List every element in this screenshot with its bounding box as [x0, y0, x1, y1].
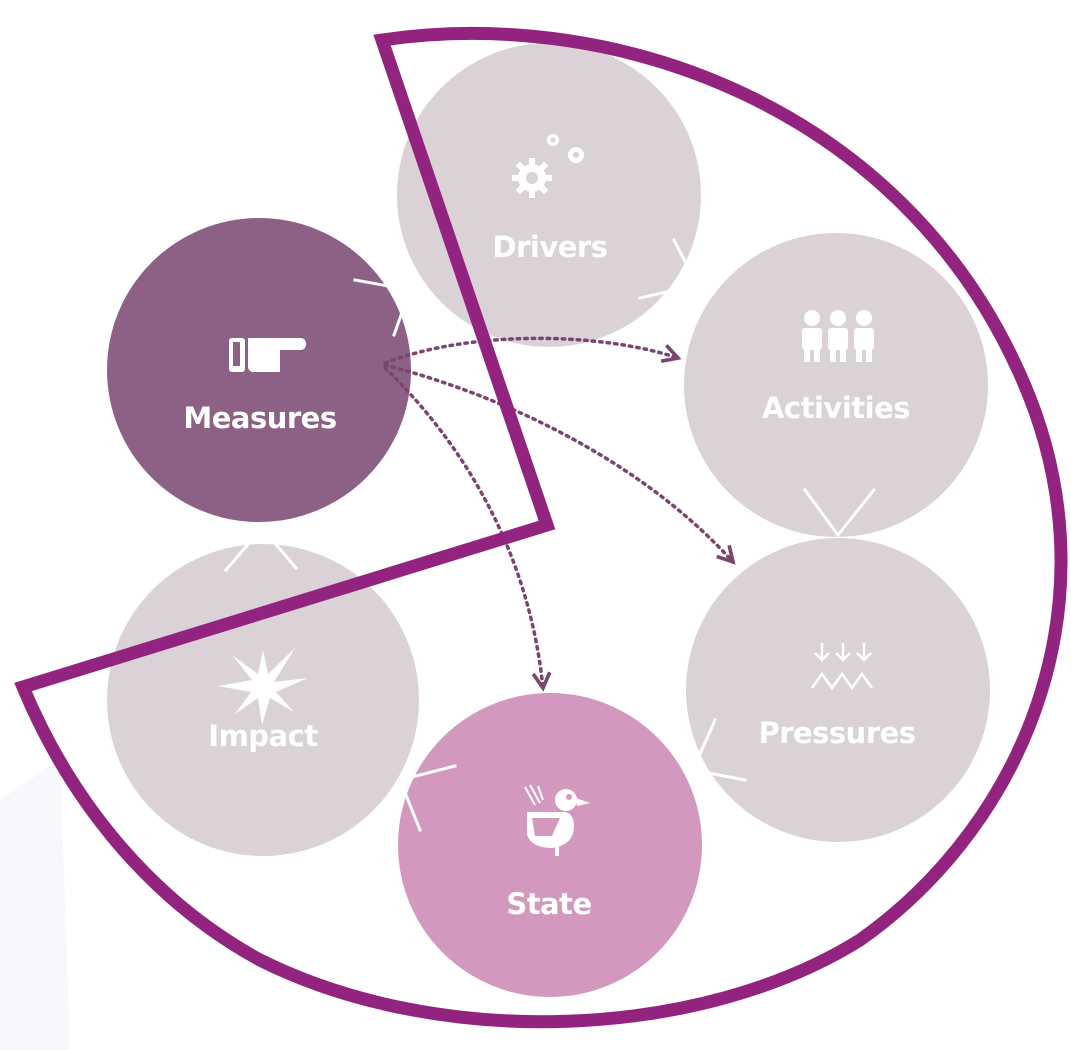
dotted-arrow-to-activities [383, 336, 678, 365]
node-measures[interactable]: Measures [107, 218, 411, 522]
cycle-arrows [223, 237, 877, 832]
duck-icon [524, 784, 590, 856]
cycle-arrow-drivers-activities [638, 237, 700, 300]
state-label: State [506, 887, 591, 921]
measures-label: Measures [183, 401, 336, 435]
dotted-arrow-to-pressures [383, 363, 733, 562]
burst-icon [218, 648, 308, 725]
dotted-arrows [383, 336, 733, 688]
node-drivers[interactable]: Drivers [397, 43, 701, 347]
node-activities[interactable]: Activities [684, 233, 988, 537]
node-state[interactable]: State [398, 693, 702, 997]
people-icon [802, 310, 874, 362]
cycle-arrow-measures-drivers [353, 278, 413, 337]
cycle-arrow-activities-pressures [802, 487, 877, 538]
scope-outline [14, 27, 1068, 1029]
background-decoration [0, 760, 70, 1050]
pointing-hand-icon [229, 338, 306, 372]
node-pressures[interactable]: Pressures [686, 538, 990, 842]
activities-label: Activities [762, 391, 910, 425]
drivers-label: Drivers [493, 230, 608, 264]
node-impact[interactable]: Impact [107, 544, 419, 856]
cycle-arrow-state-impact [397, 764, 457, 832]
down-arrows-wave-icon [810, 643, 874, 691]
dotted-arrow-to-state [383, 366, 543, 688]
cycle-arrow-pressures-state [690, 718, 747, 782]
pressures-label: Pressures [758, 716, 915, 750]
impact-label: Impact [208, 719, 318, 753]
gears-icon [512, 134, 584, 198]
cycle-arrow-impact-measures [223, 525, 299, 573]
